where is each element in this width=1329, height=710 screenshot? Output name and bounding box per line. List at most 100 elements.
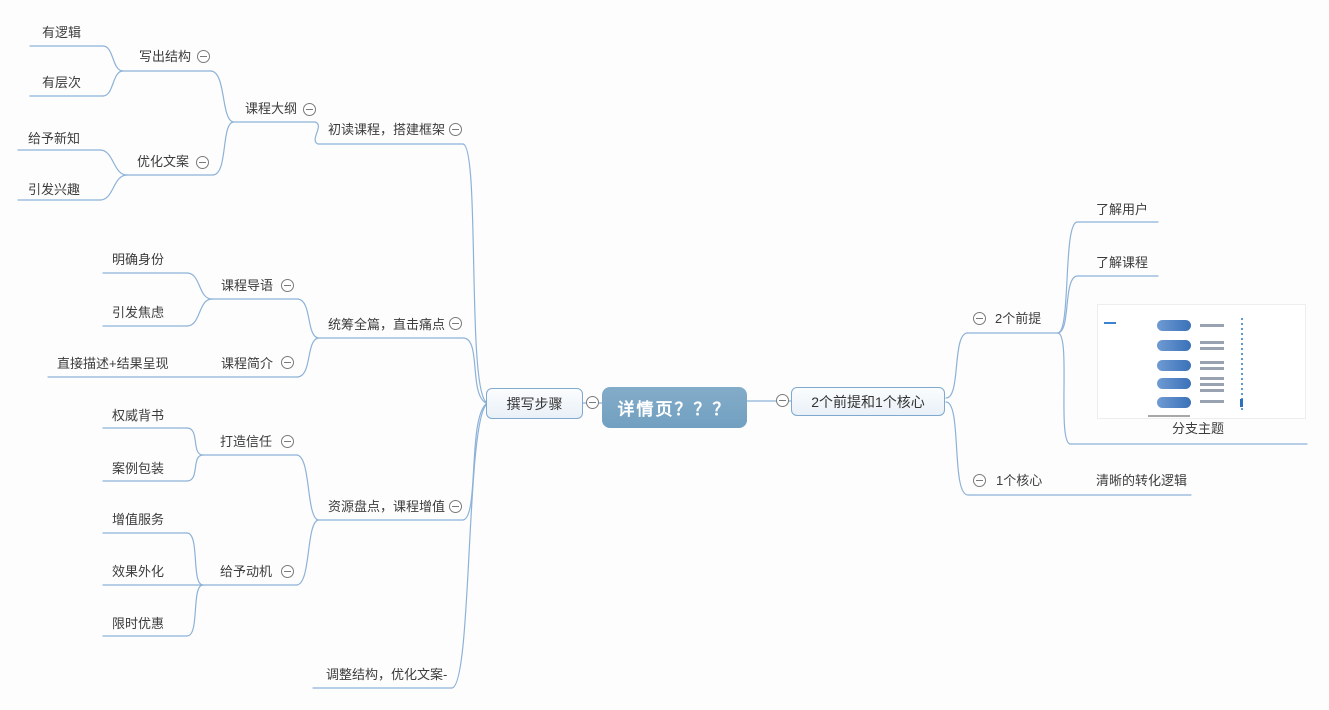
- minus-glyph: [976, 318, 983, 319]
- minus-glyph: [284, 285, 291, 286]
- node-jiyuxinzhi[interactable]: 给予新知: [28, 131, 81, 146]
- node-tiaozhengjiegou[interactable]: 调整结构，优化文案-: [326, 667, 448, 682]
- circle-minus-icon[interactable]: [586, 396, 599, 409]
- edge: [463, 337, 487, 404]
- edge: [297, 337, 319, 378]
- minus-glyph: [200, 56, 207, 57]
- node-zhijiemiaoshu[interactable]: 直接描述+结果呈现: [57, 356, 169, 371]
- node-qingxizhuanhua[interactable]: 清晰的转化逻辑: [1096, 473, 1188, 488]
- node-xiechujiegou[interactable]: 写出结构: [139, 49, 192, 64]
- edge: [186, 272, 213, 300]
- thumbnail-text-blob: [1200, 341, 1224, 344]
- minus-glyph: [199, 162, 206, 163]
- node-fenzhizhuti[interactable]: 分支主题: [1172, 421, 1225, 436]
- node-1gehexin[interactable]: 1个核心: [996, 473, 1043, 488]
- node-quanweibeishu[interactable]: 权威背书: [112, 408, 165, 423]
- minus-glyph: [976, 480, 983, 481]
- circle-minus-icon[interactable]: [449, 317, 462, 330]
- thumbnail-text-blob: [1200, 377, 1224, 380]
- minus-glyph: [779, 400, 786, 401]
- edge: [99, 174, 128, 201]
- circle-minus-icon[interactable]: [449, 500, 462, 513]
- edge: [186, 584, 204, 637]
- edge: [186, 427, 204, 456]
- minus-glyph: [452, 323, 459, 324]
- edge: [297, 298, 319, 339]
- minus-glyph: [284, 441, 291, 442]
- circle-minus-icon[interactable]: [449, 123, 462, 136]
- circle-minus-icon[interactable]: [281, 565, 294, 578]
- edge: [210, 70, 234, 123]
- thumbnail-text-blob: [1200, 361, 1224, 364]
- node-xiaoguowaihua[interactable]: 效果外化: [112, 564, 165, 579]
- node-yinfaxingqu[interactable]: 引发兴趣: [28, 182, 81, 197]
- thumbnail-text-blob: [1200, 367, 1224, 370]
- edge: [102, 45, 124, 72]
- circle-minus-icon[interactable]: [303, 103, 316, 116]
- node-youhuawenan[interactable]: 优化文案: [137, 154, 190, 169]
- embedded-image-thumbnail[interactable]: [1098, 305, 1305, 418]
- edge: [212, 121, 234, 176]
- edge: [296, 454, 319, 521]
- thumbnail-scrollbar-thumb: [1240, 399, 1243, 407]
- node-liaojiekecheng[interactable]: 了解课程: [1096, 255, 1149, 270]
- node-mingqueshenfen[interactable]: 明确身份: [112, 252, 165, 267]
- minus-glyph: [452, 129, 459, 130]
- edge: [945, 332, 968, 399]
- node-yinfajiaolv[interactable]: 引发焦虑: [112, 305, 165, 320]
- node-ziyuanpandian[interactable]: 资源盘点，课程增值: [328, 499, 446, 514]
- circle-minus-icon[interactable]: [973, 312, 986, 325]
- node-youcengci[interactable]: 有层次: [42, 75, 82, 90]
- node-kechengdagang[interactable]: 课程大纲: [245, 101, 298, 116]
- circle-minus-icon[interactable]: [281, 279, 294, 292]
- thumbnail-dash: [1104, 322, 1116, 324]
- edge: [102, 70, 124, 97]
- edge: [945, 401, 969, 496]
- node-youluoji[interactable]: 有逻辑: [42, 25, 82, 40]
- node-zengzhifuwu[interactable]: 增值服务: [112, 512, 165, 527]
- node-zhuanxiebuzhou[interactable]: 撰写步骤: [486, 388, 583, 419]
- edge: [1057, 332, 1071, 445]
- circle-minus-icon[interactable]: [197, 50, 210, 63]
- node-liaojieyonghu[interactable]: 了解用户: [1096, 202, 1149, 217]
- thumbnail-pill: [1157, 378, 1191, 389]
- edge: [462, 143, 487, 403]
- thumbnail-pill: [1157, 397, 1191, 408]
- edge: [1057, 275, 1078, 334]
- node-2geqianti[interactable]: 2个前提: [995, 311, 1042, 326]
- edge: [314, 121, 320, 145]
- node-xianshiyouhui[interactable]: 限时优惠: [112, 616, 165, 631]
- edge: [296, 519, 319, 586]
- minus-glyph: [306, 109, 313, 110]
- thumbnail-text-blob: [1200, 389, 1224, 392]
- node-dazaoxinren[interactable]: 打造信任: [220, 434, 273, 449]
- minus-glyph: [452, 506, 459, 507]
- thumbnail-text-blob: [1200, 383, 1224, 386]
- node-kechengjianjie[interactable]: 课程简介: [221, 356, 274, 371]
- minus-glyph: [284, 571, 291, 572]
- node-kechengdaoyu[interactable]: 课程导语: [221, 278, 274, 293]
- thumbnail-pill: [1157, 340, 1191, 351]
- thumbnail-pill: [1157, 360, 1191, 371]
- edge: [186, 532, 204, 586]
- node-jiyudongji[interactable]: 给予动机: [220, 564, 273, 579]
- minus-glyph: [589, 402, 596, 403]
- minus-glyph: [284, 362, 291, 363]
- thumbnail-divider: [1148, 415, 1190, 417]
- node-2qianti-1hexin[interactable]: 2个前提和1个核心: [791, 387, 945, 416]
- circle-minus-icon[interactable]: [776, 394, 789, 407]
- circle-minus-icon[interactable]: [973, 474, 986, 487]
- circle-minus-icon[interactable]: [281, 435, 294, 448]
- edge: [186, 454, 204, 482]
- root-topic[interactable]: 详情页？？？: [602, 387, 747, 428]
- edge: [186, 298, 213, 327]
- node-tongchouquanpian[interactable]: 统筹全篇，直击痛点: [328, 317, 446, 332]
- node-chudukecheng[interactable]: 初读课程，搭建框架: [328, 122, 446, 137]
- node-anlibaozhuang[interactable]: 案例包装: [112, 461, 165, 476]
- thumbnail-text-blob: [1200, 400, 1224, 403]
- edge: [1057, 221, 1078, 334]
- circle-minus-icon[interactable]: [281, 356, 294, 369]
- circle-minus-icon[interactable]: [196, 156, 209, 169]
